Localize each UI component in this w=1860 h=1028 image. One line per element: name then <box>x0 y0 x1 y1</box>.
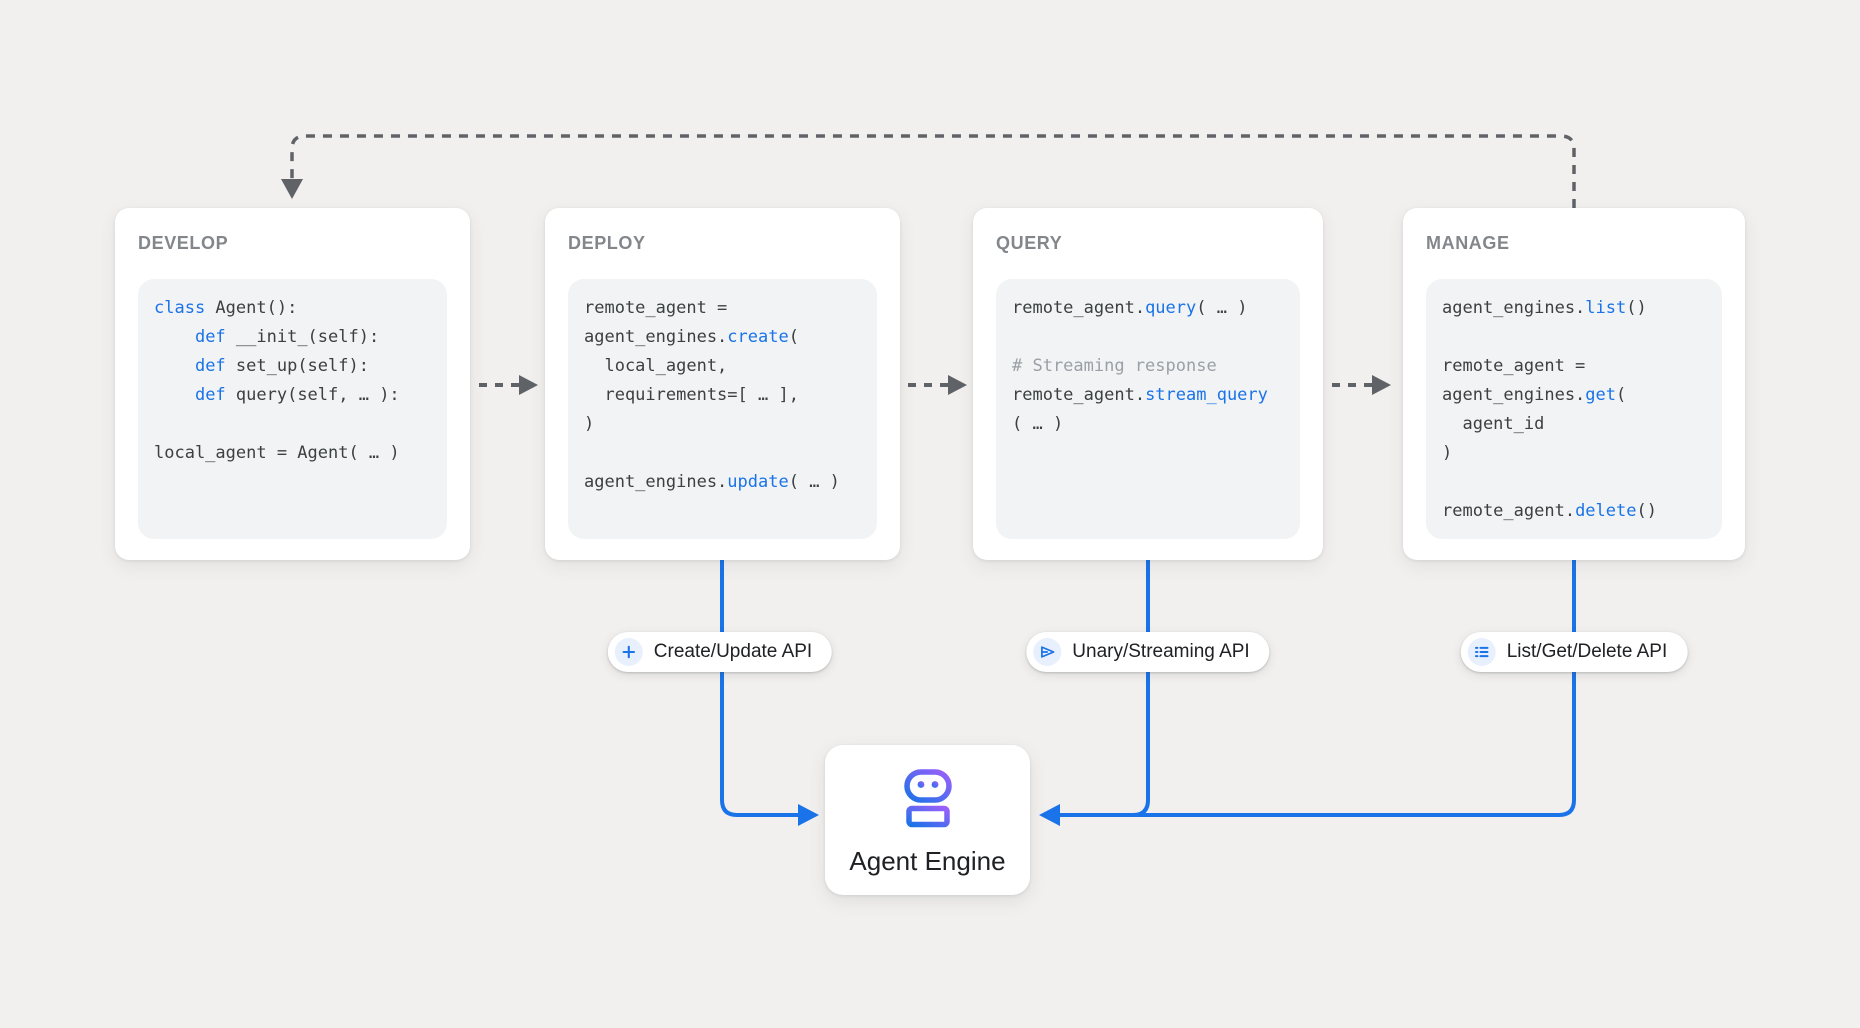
card-manage-title: MANAGE <box>1426 233 1510 253</box>
card-deploy-title: DEPLOY <box>568 233 646 253</box>
connector-query-to-engine <box>1095 560 1150 817</box>
list-icon <box>1467 638 1496 666</box>
card-deploy: DEPLOY remote_agent =agent_engines.creat… <box>545 208 900 560</box>
card-query-title: QUERY <box>996 233 1063 253</box>
card-develop: DEVELOP class Agent(): def __init_(self)… <box>115 208 470 560</box>
card-deploy-code-block: remote_agent =agent_engines.create( loca… <box>568 279 877 539</box>
pill-list-get-delete-label: List/Get/Delete API <box>1506 641 1668 662</box>
card-develop-title: DEVELOP <box>138 233 229 253</box>
agent-engine-node: Agent Engine <box>825 745 1030 895</box>
pill-create-update-api: Create/Update API <box>607 632 833 672</box>
connector-manage-to-engine <box>1039 560 1576 826</box>
send-icon <box>1033 638 1062 666</box>
plus-icon <box>614 638 643 666</box>
arrow-develop-to-deploy <box>479 375 538 395</box>
card-query: QUERY remote_agent.query( … ) # Streamin… <box>973 208 1323 560</box>
card-develop-code-block: class Agent(): def __init_(self): def se… <box>138 279 447 539</box>
card-manage-code-block: agent_engines.list() remote_agent =agent… <box>1426 279 1722 539</box>
arrow-deploy-to-query <box>908 375 967 395</box>
pill-unary-streaming-label: Unary/Streaming API <box>1072 641 1250 662</box>
connector-deploy-to-engine <box>720 560 819 826</box>
loop-arrow-manage-to-develop <box>281 134 1576 208</box>
card-manage: MANAGE agent_engines.list() remote_agent… <box>1403 208 1745 560</box>
pill-create-update-label: Create/Update API <box>653 641 813 662</box>
card-query-code-block: remote_agent.query( … ) # Streaming resp… <box>996 279 1300 539</box>
pill-unary-streaming-api: Unary/Streaming API <box>1026 632 1270 672</box>
agent-engine-label: Agent Engine <box>849 845 1006 876</box>
robot-icon <box>896 767 960 836</box>
arrow-query-to-manage <box>1332 375 1391 395</box>
pill-list-get-delete-api: List/Get/Delete API <box>1460 632 1688 672</box>
